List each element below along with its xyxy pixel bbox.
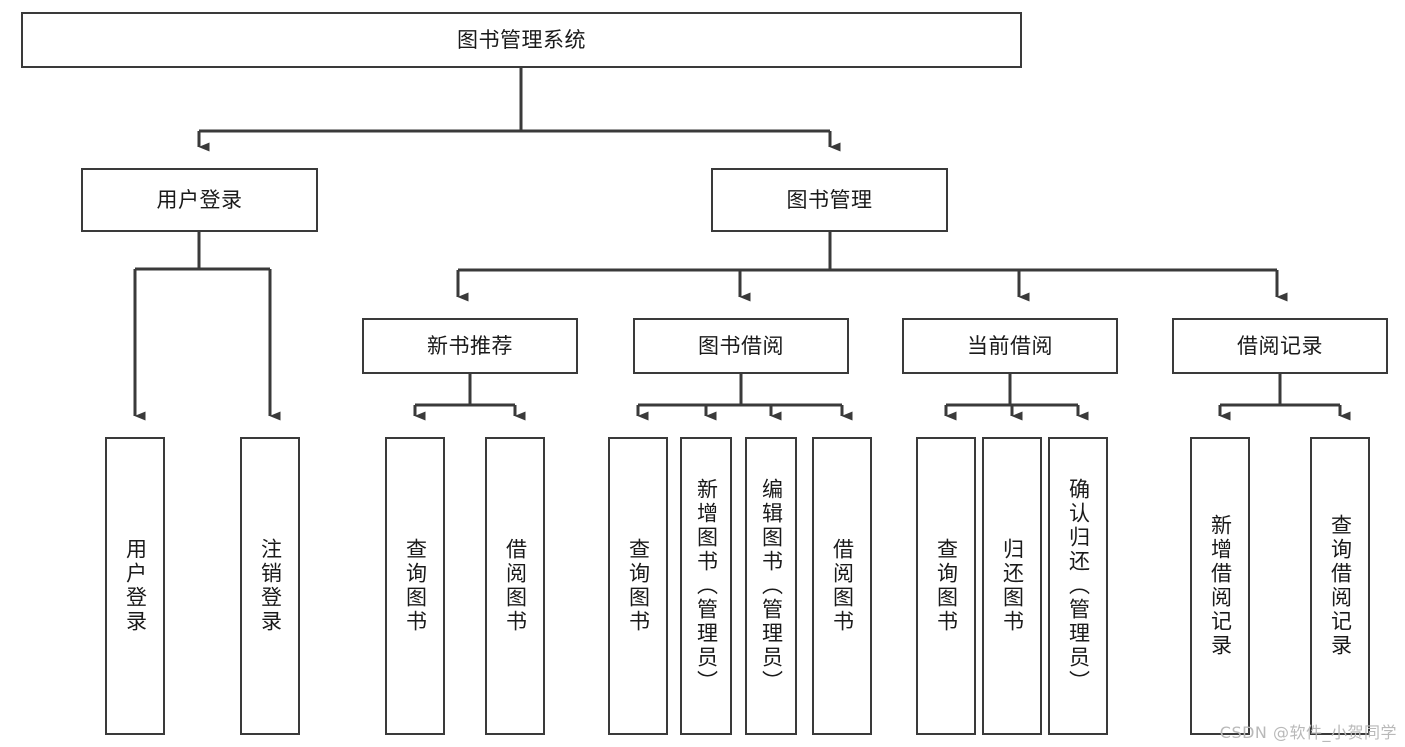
- node-root[interactable]: 图书管理系统: [21, 12, 1022, 68]
- node-leaf-query-book-borrow-label: 查询图书: [626, 538, 651, 634]
- node-leaf-confirm-return[interactable]: 确认归还（管理员）: [1048, 437, 1108, 735]
- node-leaf-user-login-label: 用户登录: [123, 538, 148, 634]
- node-leaf-user-login[interactable]: 用户登录: [105, 437, 165, 735]
- node-leaf-query-record-label: 查询借阅记录: [1328, 514, 1353, 658]
- node-book-management[interactable]: 图书管理: [711, 168, 948, 232]
- node-leaf-edit-book[interactable]: 编辑图书（管理员）: [745, 437, 797, 735]
- node-user-login-label: 用户登录: [156, 187, 243, 212]
- node-leaf-return-book[interactable]: 归还图书: [982, 437, 1042, 735]
- node-book-borrow-label: 图书借阅: [698, 333, 784, 358]
- node-book-borrow[interactable]: 图书借阅: [633, 318, 849, 374]
- node-leaf-add-book[interactable]: 新增图书（管理员）: [680, 437, 732, 735]
- node-leaf-add-record[interactable]: 新增借阅记录: [1190, 437, 1250, 735]
- node-leaf-borrow-book-label: 借阅图书: [830, 538, 855, 634]
- node-leaf-logout-label: 注销登录: [258, 538, 283, 634]
- node-new-book-recommend[interactable]: 新书推荐: [362, 318, 578, 374]
- node-leaf-add-record-label: 新增借阅记录: [1208, 514, 1233, 658]
- node-leaf-add-book-label: 新增图书（管理员）: [694, 478, 719, 694]
- watermark-text: CSDN @软件_小贺同学: [1219, 723, 1397, 742]
- node-leaf-query-record[interactable]: 查询借阅记录: [1310, 437, 1370, 735]
- node-leaf-return-book-label: 归还图书: [1000, 538, 1025, 634]
- node-new-book-recommend-label: 新书推荐: [427, 333, 513, 358]
- node-book-management-label: 图书管理: [786, 187, 873, 212]
- node-leaf-borrow-book-rec[interactable]: 借阅图书: [485, 437, 545, 735]
- node-current-borrow-label: 当前借阅: [967, 333, 1053, 358]
- node-leaf-borrow-book[interactable]: 借阅图书: [812, 437, 872, 735]
- node-leaf-edit-book-label: 编辑图书（管理员）: [759, 478, 784, 694]
- node-leaf-query-book-rec[interactable]: 查询图书: [385, 437, 445, 735]
- node-borrow-record-label: 借阅记录: [1237, 333, 1323, 358]
- node-current-borrow[interactable]: 当前借阅: [902, 318, 1118, 374]
- node-leaf-confirm-return-label: 确认归还（管理员）: [1066, 478, 1091, 694]
- node-leaf-query-book-borrow[interactable]: 查询图书: [608, 437, 668, 735]
- node-leaf-query-book-current-label: 查询图书: [934, 538, 959, 634]
- node-leaf-query-book-current[interactable]: 查询图书: [916, 437, 976, 735]
- node-leaf-query-book-rec-label: 查询图书: [403, 538, 428, 634]
- node-leaf-logout[interactable]: 注销登录: [240, 437, 300, 735]
- node-root-label: 图书管理系统: [457, 27, 586, 52]
- node-borrow-record[interactable]: 借阅记录: [1172, 318, 1388, 374]
- node-user-login[interactable]: 用户登录: [81, 168, 318, 232]
- node-leaf-borrow-book-rec-label: 借阅图书: [503, 538, 528, 634]
